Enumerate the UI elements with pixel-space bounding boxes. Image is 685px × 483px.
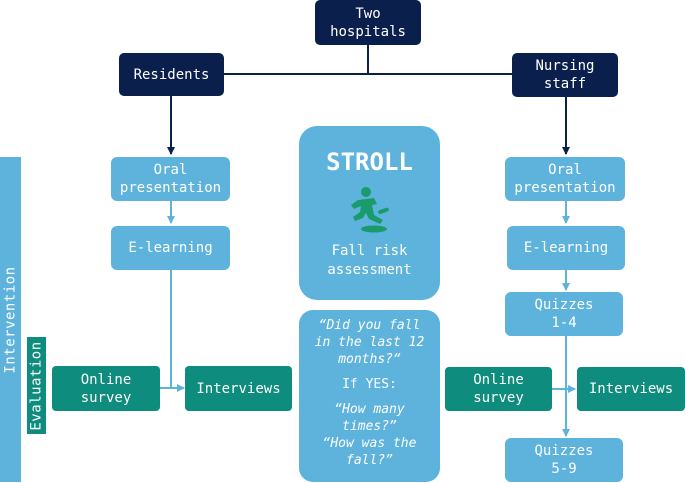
- left-oral-presentation-label: Oral presentation: [119, 162, 222, 196]
- right-quizzes-1-4-label: Quizzes 1-4: [534, 297, 594, 331]
- left-oral-presentation-box: Oral presentation: [111, 157, 230, 201]
- left-online-survey-box: Online survey: [52, 366, 160, 411]
- if-yes-label: If YES:: [342, 377, 397, 392]
- fall-questions-box: “Did you fall in the last 12 months?“ If…: [299, 310, 440, 482]
- right-online-survey-box: Online survey: [445, 367, 552, 411]
- stroll-subtitle: Fall risk assessment: [327, 243, 412, 278]
- left-interviews-box: Interviews: [185, 366, 292, 411]
- left-online-survey-label: Online survey: [80, 371, 132, 406]
- nursing-staff-label: Nursing staff: [535, 58, 595, 92]
- right-oral-presentation-box: Oral presentation: [505, 157, 625, 201]
- evaluation-sidebar: Evaluation: [27, 337, 46, 434]
- right-elearning-box: E-learning: [507, 226, 625, 270]
- stroll-title: STROLL: [326, 148, 413, 176]
- residents-label: Residents: [133, 66, 210, 83]
- right-interviews-label: Interviews: [588, 381, 674, 397]
- intervention-label: Intervention: [2, 265, 19, 374]
- right-online-survey-label: Online survey: [473, 372, 524, 406]
- right-quizzes-1-4-box: Quizzes 1-4: [505, 292, 623, 336]
- right-elearning-label: E-learning: [523, 240, 609, 256]
- residents-box: Residents: [119, 53, 224, 96]
- right-quizzes-5-9-label: Quizzes 5-9: [534, 443, 594, 477]
- stroll-box: STROLL Fall risk assessment: [299, 126, 440, 300]
- evaluation-label: Evaluation: [28, 340, 45, 431]
- left-interviews-label: Interviews: [196, 380, 281, 397]
- right-oral-presentation-label: Oral presentation: [514, 162, 616, 196]
- intervention-sidebar: Intervention: [0, 157, 21, 482]
- nursing-staff-box: Nursing staff: [512, 53, 618, 97]
- right-quizzes-5-9-box: Quizzes 5-9: [505, 438, 623, 482]
- two-hospitals-label: Two hospitals: [330, 5, 406, 40]
- question-how-many-times: “How many times?”: [334, 402, 405, 434]
- two-hospitals-box: Two hospitals: [315, 0, 421, 45]
- left-elearning-box: E-learning: [111, 226, 230, 270]
- question-how-was-fall: “How was the fall?”: [322, 436, 417, 468]
- question-fall-12-months: “Did you fall in the last 12 months?“: [314, 318, 425, 367]
- left-elearning-label: E-learning: [128, 240, 213, 256]
- person-falling-icon: [351, 187, 389, 233]
- right-interviews-box: Interviews: [577, 367, 685, 411]
